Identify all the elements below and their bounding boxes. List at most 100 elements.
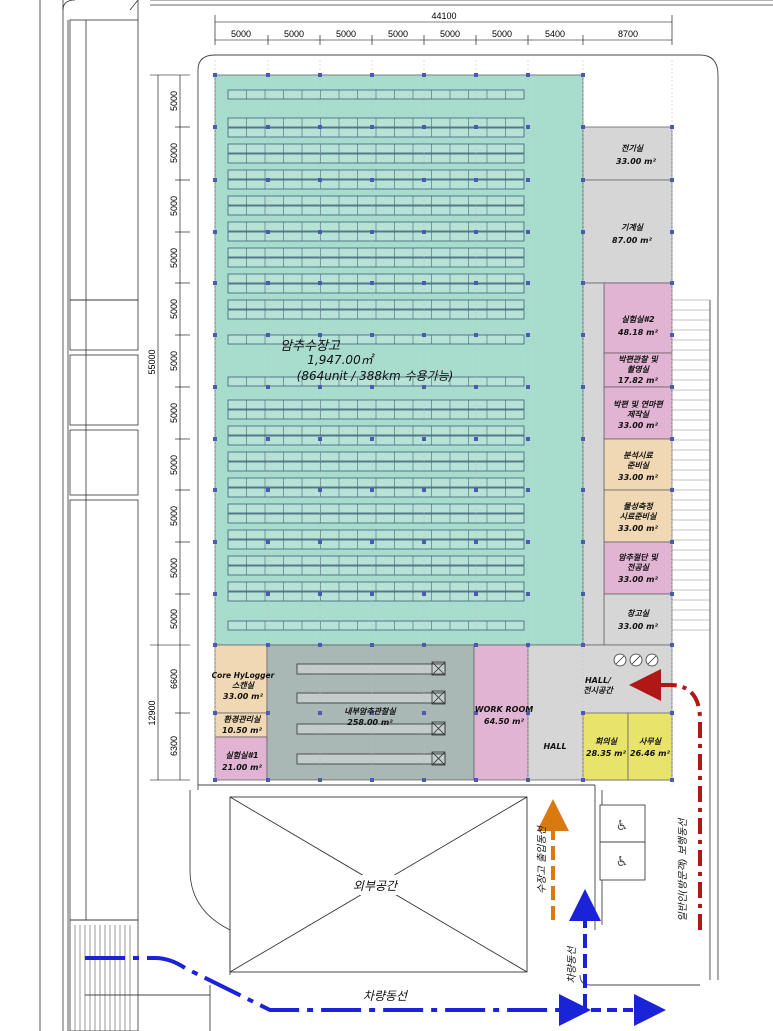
column-marker — [213, 230, 217, 234]
column-marker — [670, 437, 674, 441]
dim-row-8: 5000 — [169, 455, 179, 475]
column-marker — [526, 125, 530, 129]
room-sample-mgmt-name1: 박편관찰 및 — [618, 355, 659, 364]
column-marker — [581, 281, 585, 285]
column-marker — [370, 73, 374, 77]
right-ramp-hatch — [672, 299, 710, 631]
column-marker — [581, 437, 585, 441]
room-hall-exhibit-name1: HALL/ — [585, 676, 612, 685]
column-marker — [213, 178, 217, 182]
room-sample-mgmt-area: 17.82 m² — [618, 376, 658, 385]
column-marker — [526, 778, 530, 782]
column-marker — [422, 333, 426, 337]
column-marker — [318, 540, 322, 544]
column-marker — [213, 73, 217, 77]
vehicle-flow-label: 차량동선 — [363, 989, 409, 1003]
corridor-right — [582, 282, 605, 646]
column-marker — [474, 437, 478, 441]
storage-racks — [227, 89, 525, 631]
column-marker — [266, 125, 270, 129]
dim-col-1: 5000 — [231, 29, 251, 39]
column-marker — [213, 333, 217, 337]
column-marker — [474, 178, 478, 182]
dim-row-6: 5000 — [169, 351, 179, 371]
column-marker — [318, 643, 322, 647]
column-marker — [581, 711, 585, 715]
room-hall-exhibit-name2: 전시공간 — [583, 686, 614, 695]
column-marker — [670, 178, 674, 182]
column-marker — [581, 73, 585, 77]
column-marker — [318, 488, 322, 492]
room-property-prep — [603, 489, 673, 543]
column-marker — [370, 281, 374, 285]
dim-row-2: 5000 — [169, 143, 179, 163]
column-marker — [213, 778, 217, 782]
dim-row-3: 5000 — [169, 196, 179, 216]
column-marker — [670, 540, 674, 544]
column-marker — [474, 592, 478, 596]
column-marker — [474, 385, 478, 389]
visitor-flow-arrow — [629, 669, 702, 930]
column-marker — [266, 73, 270, 77]
storage-capacity: (864unit / 388km 수용가능) — [297, 369, 454, 383]
room-core-cut-name2: 전공실 — [627, 563, 651, 572]
column-marker — [318, 711, 322, 715]
room-section-making-area: 33.00 m² — [618, 421, 658, 430]
column-marker — [422, 281, 426, 285]
room-storage — [603, 593, 673, 646]
room-section-making-name1: 박편 및 연마편 — [613, 400, 664, 409]
column-marker — [318, 437, 322, 441]
column-marker — [581, 178, 585, 182]
column-marker — [266, 592, 270, 596]
dim-col-7: 5400 — [545, 29, 565, 39]
room-office-area: 26.46 m² — [630, 749, 670, 758]
dim-row-9: 5000 — [169, 506, 179, 526]
room-hylogger-name2: 스캔실 — [232, 681, 256, 690]
column-marker — [581, 643, 585, 647]
column-marker — [318, 73, 322, 77]
dim-row-10: 5000 — [169, 558, 179, 578]
room-property-prep-name2: 시료준비실 — [620, 512, 658, 521]
column-marker — [526, 488, 530, 492]
accessible-parking-icon-1: ♿ — [616, 818, 629, 834]
column-marker — [266, 281, 270, 285]
column-marker — [266, 230, 270, 234]
column-marker — [670, 281, 674, 285]
column-markers — [213, 73, 674, 782]
top-dimension — [214, 15, 673, 45]
column-marker — [422, 73, 426, 77]
column-marker — [213, 643, 217, 647]
column-marker — [318, 385, 322, 389]
dim-lower-row-2: 6300 — [169, 736, 179, 756]
column-marker — [526, 437, 530, 441]
visitor-flow-label: 일반인(방문객) 보행동선 — [677, 817, 689, 922]
column-marker — [318, 178, 322, 182]
column-marker — [526, 540, 530, 544]
outdoor-label-bg — [335, 875, 415, 895]
column-marker — [581, 230, 585, 234]
column-marker — [422, 592, 426, 596]
dim-col-8: 8700 — [618, 29, 638, 39]
column-marker — [474, 73, 478, 77]
column-marker — [213, 592, 217, 596]
column-marker — [370, 592, 374, 596]
room-work — [473, 644, 529, 781]
room-storage-area: 33.00 m² — [618, 622, 658, 631]
dim-col-4: 5000 — [388, 29, 408, 39]
left-stair-hatch — [74, 925, 131, 1031]
column-marker — [581, 385, 585, 389]
dim-col-3: 5000 — [336, 29, 356, 39]
room-hall-name: HALL — [543, 742, 566, 751]
column-marker — [213, 540, 217, 544]
column-marker — [213, 125, 217, 129]
column-marker — [266, 385, 270, 389]
room-core-cut-name1: 암추절단 및 — [618, 553, 659, 562]
storage-name: 암추수장고 — [280, 339, 341, 354]
conveyor-end-boxes — [431, 661, 446, 766]
vehicle-flow-arrow — [85, 956, 591, 1026]
room-hylogger — [214, 644, 268, 714]
column-marker — [422, 178, 426, 182]
room-lab2-name: 실험실#2 — [621, 315, 655, 324]
column-marker — [581, 488, 585, 492]
